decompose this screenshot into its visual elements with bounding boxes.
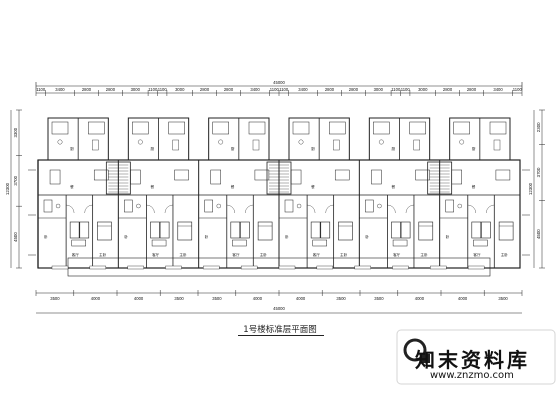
room-label: 厨	[472, 146, 476, 151]
watermark-logo-badge	[396, 329, 556, 385]
bottom-dim-label: 4000	[296, 296, 306, 301]
bottom-dim-label: 4000	[134, 296, 144, 301]
room-label: 客厅	[393, 252, 401, 257]
top-dim-label: 1100	[148, 87, 158, 92]
room-label: 主卧	[179, 252, 187, 257]
room-label: 厨	[311, 146, 315, 151]
room-label: 卧	[285, 234, 289, 239]
overall-bottom-label: 45000	[273, 306, 285, 311]
top-dim-label: 2800	[106, 87, 116, 92]
room-label: 卧	[205, 234, 209, 239]
side-total-label: 12300	[528, 182, 533, 195]
top-dim-label: 2800	[82, 87, 92, 92]
room-label: 餐	[70, 184, 74, 189]
logo-mark-icon	[403, 338, 430, 363]
drawing-title: 1号楼标准层平面图	[243, 325, 317, 335]
top-dim-label: 2800	[200, 87, 210, 92]
side-dim-label: 3300	[13, 127, 18, 137]
room-label: 餐	[311, 184, 315, 189]
room-label: 卧	[365, 234, 369, 239]
side-dim-label: 3700	[13, 175, 18, 185]
top-dim-label: 1100	[401, 87, 411, 92]
room-label: 主卧	[260, 252, 268, 257]
room-label: 主卧	[340, 252, 348, 257]
top-dim-label: 3000	[175, 87, 185, 92]
top-dim-label: 2800	[443, 87, 453, 92]
top-dim-label: 3400	[493, 87, 503, 92]
overall-dimension-top: 45000	[35, 80, 523, 90]
top-dim-label: 1100	[391, 87, 401, 92]
left-dimension-chain: 3300 3700 4500 12300	[5, 109, 22, 269]
bottom-dim-label: 4000	[415, 296, 425, 301]
room-label: 餐	[472, 184, 476, 189]
room-label: 客厅	[232, 252, 240, 257]
building-plan: 厨 厨 厨 厨 厨 厨客厅 主卧 卧 餐客厅 主卧 卧 餐客厅 主卧 卧 餐客厅 主卧 卧 餐客厅 主卧 卧 餐客厅 主卧…	[28, 117, 530, 277]
top-dim-label: 2800	[349, 87, 359, 92]
side-dim-label: 4500	[536, 229, 541, 239]
top-dim-label: 1100	[270, 87, 280, 92]
room-label: 卧	[446, 234, 450, 239]
room-label: 卧	[124, 234, 128, 239]
room-label: 卧	[44, 234, 48, 239]
bottom-dim-label: 3500	[336, 296, 346, 301]
top-dim-label: 3000	[374, 87, 384, 92]
top-dim-label: 1100	[279, 87, 289, 92]
room-label: 客厅	[152, 252, 160, 257]
room-label: 厨	[70, 146, 74, 151]
bottom-dimension-chain: 3500 4000 4000 3500 3500 4000 4000 3500 3500 4000…	[35, 290, 523, 301]
room-label: 主卧	[420, 252, 428, 257]
top-dim-label: 3400	[55, 87, 65, 92]
room-label: 厨	[231, 146, 235, 151]
side-total-label: 12300	[5, 182, 10, 195]
bottom-dim-label: 4000	[253, 296, 263, 301]
room-label: 餐	[150, 184, 154, 189]
room-label: 厨	[392, 146, 396, 151]
top-dim-label: 1100	[36, 87, 46, 92]
top-dim-label: 2800	[224, 87, 234, 92]
bottom-dim-label: 3500	[50, 296, 60, 301]
bottom-dim-label: 4000	[91, 296, 101, 301]
room-label: 客厅	[72, 252, 80, 257]
top-dim-label: 3400	[298, 87, 308, 92]
side-dim-label: 2300	[536, 122, 541, 132]
overall-dimension-bottom: 45000	[36, 306, 522, 314]
overall-top-label: 45000	[273, 80, 285, 85]
right-dimension-chain: 2300 3700 4500 12300	[528, 109, 545, 269]
bottom-dim-label: 3500	[174, 296, 184, 301]
room-label: 主卧	[501, 252, 509, 257]
top-dim-label: 3000	[418, 87, 428, 92]
side-dim-label: 3700	[536, 167, 541, 177]
bottom-dim-label: 3500	[212, 296, 222, 301]
watermark-text: 知末资料库	[415, 348, 530, 372]
top-dim-label: 2800	[467, 87, 477, 92]
top-dim-label: 1100	[513, 87, 523, 92]
room-label: 主卧	[99, 252, 107, 257]
room-label: 客厅	[313, 252, 321, 257]
room-label: 餐	[391, 184, 395, 189]
title-underline	[238, 335, 324, 336]
top-dim-label: 3000	[131, 87, 141, 92]
top-dim-label: 3400	[250, 87, 260, 92]
bottom-dim-label: 3500	[498, 296, 508, 301]
room-label: 客厅	[473, 252, 481, 257]
room-label: 餐	[231, 184, 235, 189]
watermark-url: www.znzmo.com	[430, 370, 514, 381]
bottom-dim-label: 4000	[458, 296, 468, 301]
top-dim-label: 2800	[325, 87, 335, 92]
top-dim-label: 1100	[158, 87, 168, 92]
side-dim-label: 4500	[13, 232, 18, 242]
room-label: 厨	[151, 146, 155, 151]
bottom-dim-label: 3500	[374, 296, 384, 301]
